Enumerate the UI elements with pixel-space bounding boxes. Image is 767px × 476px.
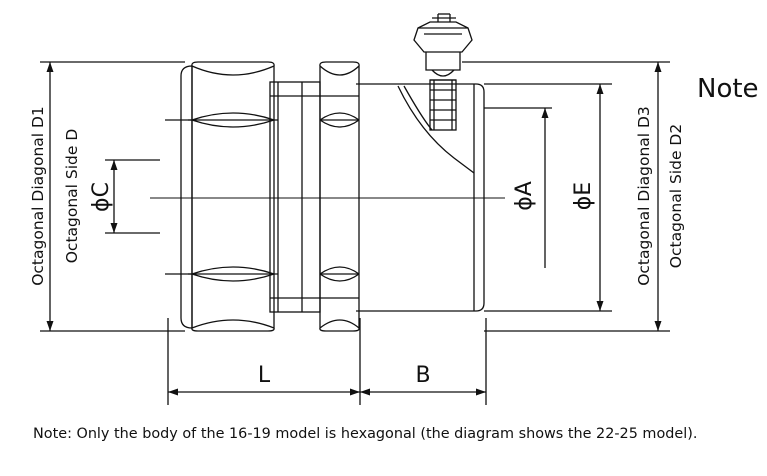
set-screw <box>413 13 473 131</box>
thread-section <box>269 81 321 313</box>
label-l: L <box>258 363 271 388</box>
label-octagonal-side-d: Octagonal Side D <box>63 129 81 264</box>
label-octagonal-side-d2: Octagonal Side D2 <box>667 124 685 268</box>
label-b: B <box>415 363 430 388</box>
label-octagonal-diagonal-d3: Octagonal Diagonal D3 <box>635 106 653 286</box>
large-hex-nut <box>165 61 278 332</box>
label-octagonal-diagonal-d1: Octagonal Diagonal D1 <box>29 106 47 286</box>
body-cylinder <box>356 83 485 312</box>
note-text: Note: Only the body of the 16-19 model i… <box>33 426 698 442</box>
label-phi-a: ϕA <box>512 181 537 211</box>
label-phi-c: ϕC <box>89 182 114 212</box>
note-title: Note <box>697 74 759 104</box>
label-phi-e: ϕE <box>571 182 596 210</box>
small-hex-nut <box>319 61 360 332</box>
